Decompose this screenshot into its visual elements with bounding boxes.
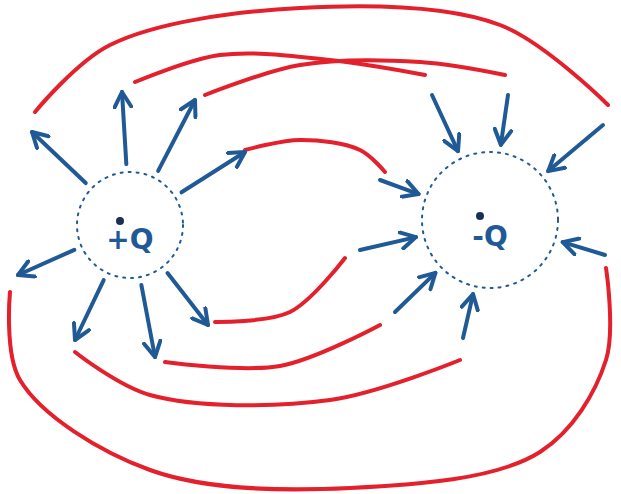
charge-label: +Q <box>106 225 153 256</box>
field-direction-arrow <box>395 273 435 312</box>
dotted-boundary <box>422 152 558 288</box>
dotted-circle-outline <box>420 150 560 290</box>
field-direction-arrow <box>168 273 208 325</box>
field-direction-arrow <box>548 125 603 171</box>
field-direction-arrow <box>463 294 473 338</box>
field-direction-arrow <box>182 152 246 192</box>
field-direction-arrow <box>360 237 416 250</box>
field-line-curve <box>205 60 505 95</box>
field-line <box>9 242 610 489</box>
field-direction-arrow <box>32 132 86 183</box>
field-line-curve <box>165 325 380 368</box>
field-direction-arrow <box>122 92 126 164</box>
field-line <box>158 60 508 171</box>
field-line <box>141 273 435 368</box>
field-direction-arrow <box>18 250 74 275</box>
field-direction-arrow <box>158 100 195 171</box>
field-direction-arrow <box>501 95 508 145</box>
field-line <box>75 280 473 405</box>
field-direction-arrow <box>141 285 155 357</box>
field-direction-arrow <box>432 95 458 151</box>
field-line-curve <box>9 268 610 489</box>
field-line <box>168 237 416 325</box>
charge-circle: -Q <box>420 150 560 290</box>
field-line-curve <box>245 140 385 172</box>
field-line <box>32 6 608 183</box>
charge-circle: +Q <box>75 170 185 280</box>
point-charge-dot <box>476 212 484 220</box>
field-line-curve <box>215 258 345 322</box>
dotted-boundary <box>77 172 183 278</box>
charge-label: -Q <box>472 222 507 253</box>
field-line <box>182 140 419 194</box>
field-line-curve <box>75 352 460 405</box>
field-direction-arrow <box>563 242 605 255</box>
field-direction-arrow <box>75 280 104 340</box>
field-direction-arrow <box>380 180 419 194</box>
